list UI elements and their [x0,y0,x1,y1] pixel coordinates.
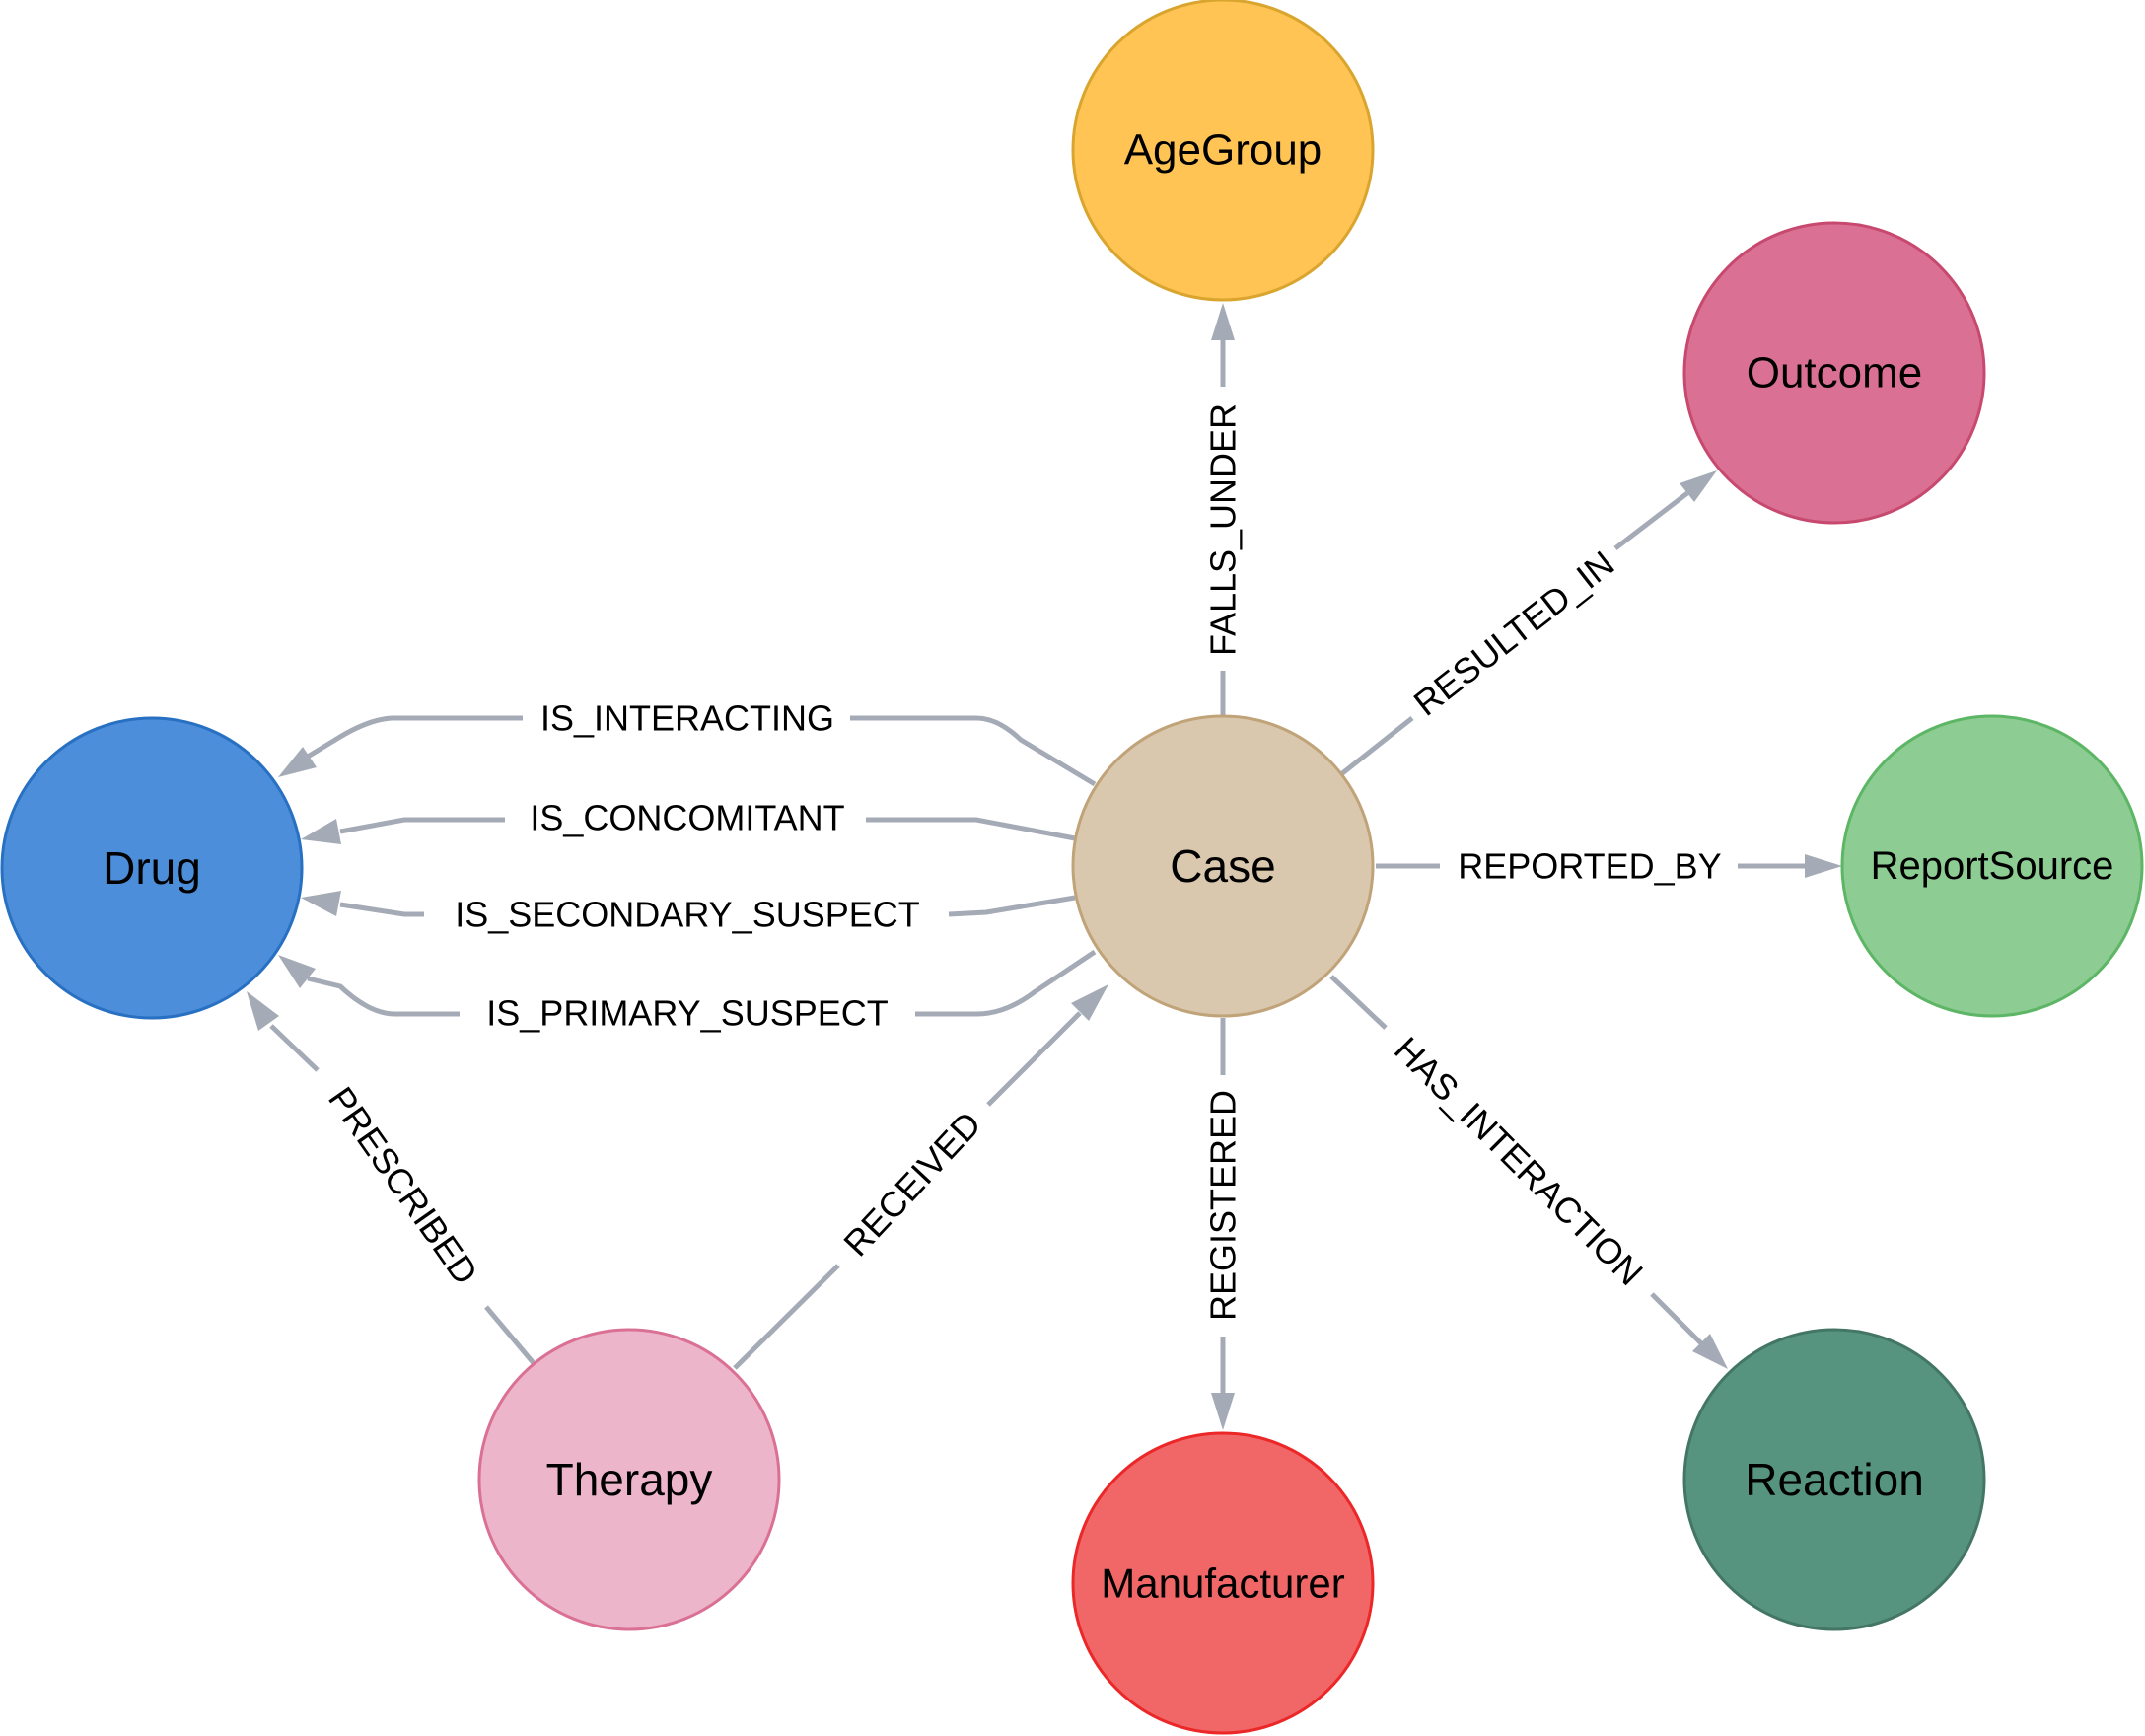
node-drug[interactable]: Drug [0,716,304,1020]
node-manufacturer[interactable]: Manufacturer [1071,1431,1375,1735]
edge-is-interacting[interactable]: IS_INTERACTING [278,698,1097,787]
node-label-therapy: Therapy [546,1454,713,1505]
edge-registered[interactable]: REGISTERED [1203,1018,1244,1430]
edge-label-received: RECEIVED [835,1104,989,1265]
node-reportsource[interactable]: ReportSource [1840,714,2144,1018]
edge-is-concomitant[interactable]: IS_CONCOMITANT [301,798,1076,845]
edge-prescribed[interactable]: PRESCRIBED [247,991,536,1365]
node-label-drug: Drug [103,842,201,894]
edge-label-has-interaction: HAS_INTERACTION [1387,1029,1651,1293]
node-label-reportsource: ReportSource [1871,844,2114,888]
node-agegroup[interactable]: AgeGroup [1071,0,1375,302]
node-label-outcome: Outcome [1747,349,1923,398]
edge-reported-by[interactable]: REPORTED_BY [1376,846,1842,887]
edge-resulted-in[interactable]: RESULTED_IN [1339,470,1717,776]
node-label-manufacturer: Manufacturer [1101,1560,1344,1607]
edge-received[interactable]: RECEIVED [733,984,1108,1370]
node-label-reaction: Reaction [1745,1454,1924,1505]
node-case[interactable]: Case [1071,714,1375,1018]
edge-falls-under[interactable]: FALLS_UNDER [1203,303,1244,715]
edge-is-primary-suspect[interactable]: IS_PRIMARY_SUSPECT [278,949,1097,1034]
node-outcome[interactable]: Outcome [1682,221,1986,525]
node-label-agegroup: AgeGroup [1124,126,1323,175]
edge-is-secondary-suspect[interactable]: IS_SECONDARY_SUSPECT [301,891,1076,935]
edge-has-interaction[interactable]: HAS_INTERACTION [1329,975,1728,1369]
edge-label-is-interacting: IS_INTERACTING [540,698,834,739]
edge-label-is-primary-suspect: IS_PRIMARY_SUSPECT [486,993,888,1034]
node-therapy[interactable]: Therapy [477,1328,781,1631]
edge-label-resulted-in: RESULTED_IN [1406,542,1622,723]
edge-label-is-concomitant: IS_CONCOMITANT [530,798,844,838]
edge-label-is-secondary-suspect: IS_SECONDARY_SUSPECT [455,895,919,935]
edge-label-reported-by: REPORTED_BY [1458,846,1721,887]
edge-label-falls-under: FALLS_UNDER [1203,403,1244,656]
node-label-case: Case [1170,840,1275,892]
edge-label-prescribed: PRESCRIBED [321,1079,486,1291]
node-reaction[interactable]: Reaction [1682,1328,1986,1631]
edge-label-registered: REGISTERED [1203,1090,1244,1321]
